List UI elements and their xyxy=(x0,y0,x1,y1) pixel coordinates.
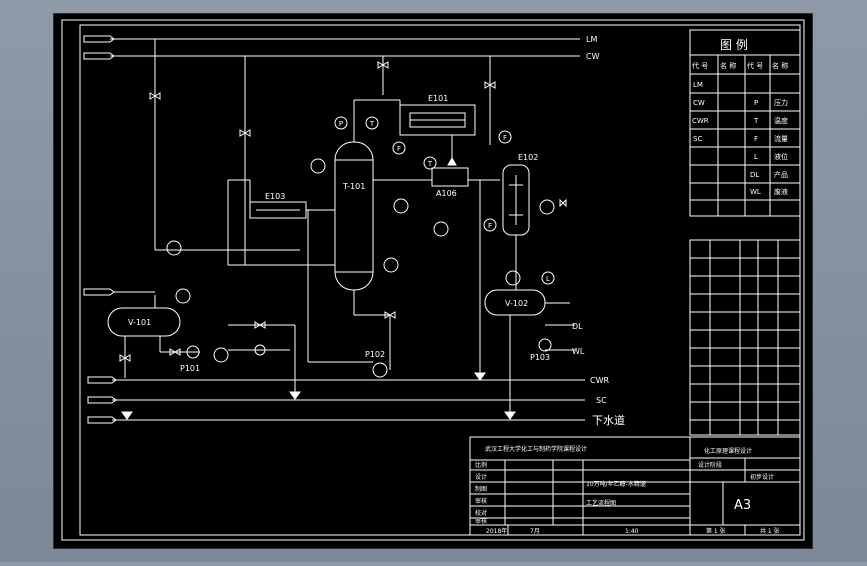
e103-label: E103 xyxy=(265,192,285,201)
drawing-name: 工艺流程图 xyxy=(586,499,616,507)
lm-arrow xyxy=(83,35,115,43)
dl-outlet-label: DL xyxy=(572,322,583,331)
instrument-flow-label-2: F xyxy=(503,134,507,142)
seal-pot xyxy=(447,156,457,166)
p101-label: P101 xyxy=(180,364,200,373)
pump-p101 xyxy=(186,345,200,359)
condenser-e101 xyxy=(399,104,476,136)
pump-p102 xyxy=(372,362,388,378)
parts-list-table xyxy=(689,239,801,436)
legend-name-pressure: 压力 xyxy=(774,98,788,107)
instrument-temperature-label: T xyxy=(369,120,375,128)
instrument-flow-label-1: F xyxy=(397,145,401,153)
legend-code-cw: CW xyxy=(693,99,705,107)
row-label-scale: 比例 xyxy=(475,461,487,469)
vessel-v101 xyxy=(107,307,181,337)
wl-outlet-label: WL xyxy=(572,347,585,356)
instrument-pressure-label: P xyxy=(339,120,343,128)
legend-code-dl: DL xyxy=(750,171,759,179)
sc-line-label: SC xyxy=(596,396,607,405)
drain-line-label: 下水道 xyxy=(592,413,625,427)
cwr-arrow xyxy=(87,376,117,384)
course-name: 化工原理课程设计 xyxy=(704,447,752,455)
reflux-drum-a106 xyxy=(431,167,469,187)
project-name: 10万吨/年乙醇-水精馏 xyxy=(586,480,646,488)
legend-header-name2: 名 称 xyxy=(772,61,788,70)
design-stage-label: 设计阶段 xyxy=(698,461,722,469)
a106-label: A106 xyxy=(436,189,457,198)
legend-name-level: 液位 xyxy=(774,152,788,161)
design-stage-value: 初步设计 xyxy=(750,473,774,481)
legend-name-flow: 流量 xyxy=(774,134,788,143)
legend-header-code2: 代 号 xyxy=(747,61,763,70)
legend-header-name1: 名 称 xyxy=(720,61,736,70)
row-label-check: 审核 xyxy=(475,497,487,505)
sheet-total: 共 1 张 xyxy=(760,527,780,535)
legend-header-code1: 代 号 xyxy=(692,61,708,70)
drain-arrow xyxy=(87,416,117,424)
legend-code-wl: WL xyxy=(750,188,761,196)
row-label-proof: 校对 xyxy=(475,509,487,517)
drawing-year: 2018年 xyxy=(486,527,507,535)
cwr-line-label: CWR xyxy=(590,376,609,385)
v101-label: V-101 xyxy=(128,318,151,327)
v102-label: V-102 xyxy=(505,299,528,308)
title-block xyxy=(469,436,801,536)
pump-p103 xyxy=(538,338,552,352)
legend-code-lm: LM xyxy=(693,81,703,89)
outer-frame xyxy=(61,19,805,541)
legend-name-waste: 废液 xyxy=(774,187,788,196)
instrument-flow-label-3: F xyxy=(488,222,492,230)
legend-code-sc: SC xyxy=(693,135,702,143)
row-label-design: 设计 xyxy=(475,473,487,481)
column-t101 xyxy=(334,141,374,291)
legend-code-l: L xyxy=(754,153,758,161)
legend-code-f: F xyxy=(754,135,758,143)
cw-line-label: CW xyxy=(586,52,600,61)
legend-name-temperature: 温度 xyxy=(774,116,788,125)
legend-table xyxy=(689,29,801,217)
row-label-draw: 制图 xyxy=(475,485,487,493)
e101-label: E101 xyxy=(428,94,448,103)
p102-label: P102 xyxy=(365,350,385,359)
lm-line-label: LM xyxy=(586,35,597,44)
legend-name-product: 产品 xyxy=(774,170,788,179)
drawing-scale: 1:40 xyxy=(625,528,639,535)
row-label-approve: 审核 xyxy=(475,517,487,525)
legend-code-t: T xyxy=(753,117,759,125)
drawing-month: 7月 xyxy=(530,528,540,535)
e102-label: E102 xyxy=(518,153,538,162)
sc-arrow xyxy=(87,396,117,404)
cw-arrow xyxy=(83,52,115,60)
t101-label: T-101 xyxy=(342,182,365,191)
legend-code-p: P xyxy=(754,99,758,107)
paper-size: A3 xyxy=(734,498,751,513)
legend-code-cwr: CWR xyxy=(692,117,709,125)
p103-label: P103 xyxy=(530,353,550,362)
sheet-number: 第 1 张 xyxy=(706,527,726,535)
instrument-temperature-label-2: T xyxy=(427,160,433,168)
feed-arrow xyxy=(83,288,115,296)
school-name: 武汉工程大学化工与制药学院课程设计 xyxy=(485,445,587,453)
drawing-sheet xyxy=(54,14,812,548)
legend-title: 图 例 xyxy=(720,38,748,52)
instrument-level-label: L xyxy=(546,275,550,283)
